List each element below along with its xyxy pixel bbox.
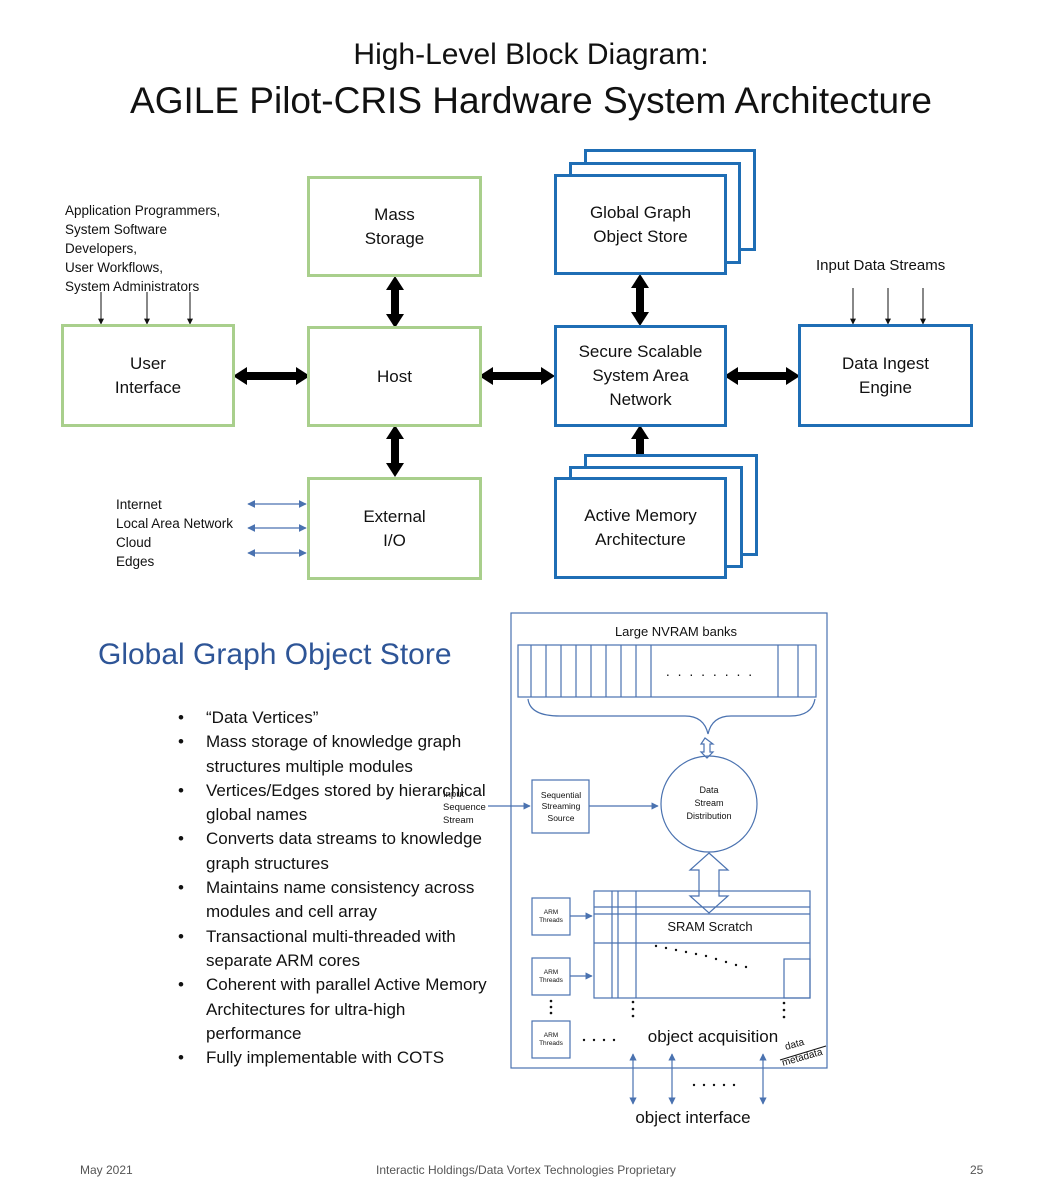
seq-source-label: Streaming [542,801,581,811]
nvram-bank [517,644,817,698]
nvram-dots: . . . . . . . . [666,663,754,679]
feature-list: “Data Vertices” Mass storage of knowledg… [178,706,498,1071]
arrow-host-network [479,367,555,385]
interface-label: object interface [635,1108,750,1127]
arrow-network-ingest [724,367,800,385]
sram-diagonal-dots [582,944,748,1087]
arm-label: ARM [544,909,558,916]
arm-label: ARM [544,969,558,976]
mass-storage-block: Mass Storage [307,176,482,277]
networks-annotation: Internet Local Area Network Cloud Edges [116,497,234,569]
arrow-host-extio [386,425,404,477]
arm-label: Threads [539,977,564,984]
arm-label: ARM [544,1032,558,1039]
external-io-block: External I/O [307,477,482,580]
arm-threads-node [531,1020,571,1059]
arrow-ggos-network [631,274,649,326]
feature-bullet: Transactional multi-threaded with separa… [178,925,498,974]
arrow-ui-host [233,367,310,385]
input-streams-annotation: Input Data Streams [816,257,946,274]
feature-bullet: Fully implementable with COTS [178,1046,498,1071]
footer-company: Interactic Holdings/Data Vortex Technolo… [376,1163,676,1177]
distribution-node [660,755,758,853]
data-tag: data [784,1037,806,1053]
global-graph-object-store-block: Global Graph Object Store [554,174,727,275]
feature-bullet: Maintains name consistency across module… [178,876,498,925]
nvram-label: Large NVRAM banks [615,624,738,639]
feature-bullet: Vertices/Edges stored by hierarchical gl… [178,779,498,828]
feature-bullet: Coherent with parallel Active Memory Arc… [178,973,498,1046]
arm-label: Threads [539,917,564,924]
diagram-title-line2: AGILE Pilot-CRIS Hardware System Archite… [130,80,932,121]
input-seq-label: Stream [443,815,474,826]
user-interface-block: User Interface [61,324,235,427]
footer-date: May 2021 [80,1163,133,1177]
nvram-brace [527,698,816,735]
sram-label: SRAM Scratch [667,919,752,934]
distribution-label: Distribution [686,811,731,821]
distribution-label: Stream [694,798,723,808]
feature-bullet: Converts data streams to knowledge graph… [178,827,498,876]
acquisition-label: object acquisition [648,1027,778,1046]
distribution-label: Data [699,785,718,795]
footer-page-number: 25 [970,1163,984,1177]
host-block: Host [307,326,482,427]
diagram-title-line1: High-Level Block Diagram: [353,38,709,71]
users-annotation: Application Programmers, System Software… [65,203,221,294]
input-seq-label: Sequence [443,802,486,813]
object-store-detail-diagram: Large NVRAM banks . . . . . . . . Input … [443,612,828,1127]
data-ingest-engine-block: Data Ingest Engine [798,324,973,427]
feature-bullet: Mass storage of knowledge graph structur… [178,730,498,779]
secure-network-block: Secure Scalable System Area Network [554,325,727,427]
arrow-mass-host [386,276,404,328]
section-title: Global Graph Object Store [98,638,452,671]
feature-bullet: “Data Vertices” [178,706,498,731]
arm-label: Threads [539,1040,564,1047]
seq-source-label: Sequential [541,790,581,800]
active-memory-block: Active Memory Architecture [554,477,727,579]
seq-source-label: Source [548,813,575,823]
distribution-sram-arrow [688,852,730,914]
detail-frame [510,612,828,1069]
input-seq-label: Input [443,789,464,800]
sram-grid [593,890,811,999]
